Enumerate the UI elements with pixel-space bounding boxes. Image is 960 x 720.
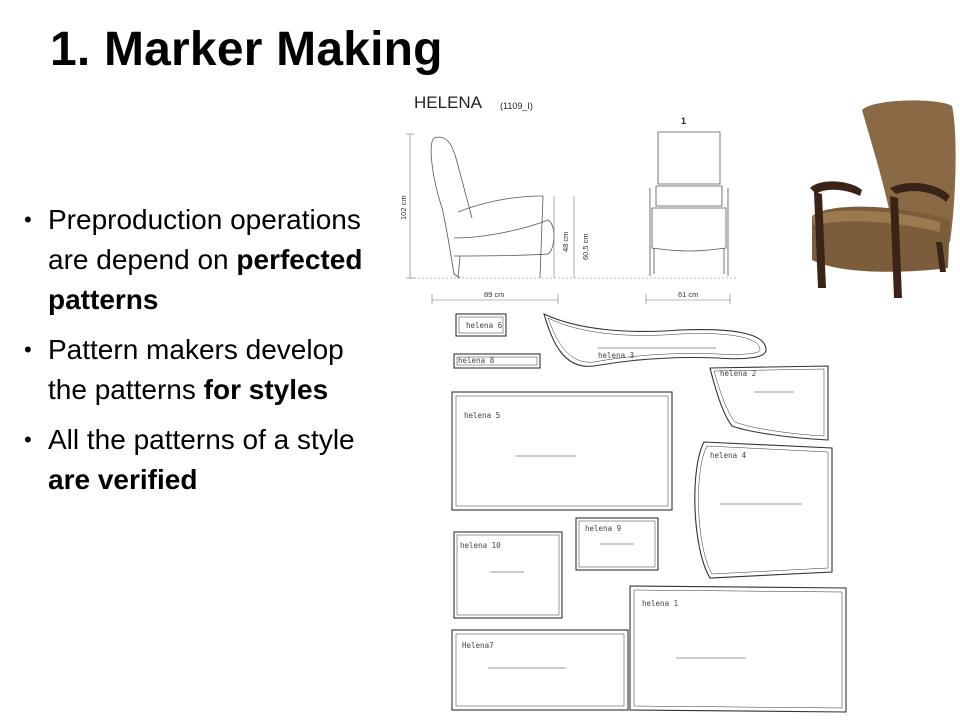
dim-depth-label: 89 cm <box>484 290 504 299</box>
dim-width-label: 61 cm <box>678 290 698 299</box>
chair-photo <box>810 100 956 298</box>
side-armrest <box>457 195 544 213</box>
bullet-item: • Preproduction operations are depend on… <box>0 200 380 320</box>
side-backrest-inner <box>433 136 473 219</box>
model-code: (1109_I) <box>500 101 533 111</box>
side-backrest-outline <box>430 137 461 279</box>
svg-text:helena 3: helena 3 <box>598 351 634 360</box>
bullet-text-bold: are verified <box>48 464 198 495</box>
svg-text:helena 10: helena 10 <box>460 541 501 550</box>
svg-text:helena 4: helena 4 <box>710 451 747 460</box>
bullet-list: • Preproduction operations are depend on… <box>0 200 380 510</box>
front-legs <box>653 248 725 274</box>
pattern-piece-helena-7: Helena7 <box>451 629 629 711</box>
pattern-piece-helena-6: helena 6 <box>455 313 507 337</box>
bullet-text: Preproduction operations are depend on p… <box>48 204 362 315</box>
model-name: HELENA <box>414 93 483 112</box>
front-seat <box>651 207 727 252</box>
side-front-leg <box>539 195 544 279</box>
bullet-text: Pattern makers develop the patterns for … <box>48 334 344 405</box>
svg-text:helena 6: helena 6 <box>466 321 503 330</box>
chair-technical-drawing: HELENA (1109_I) 1 102 cm 48 cm 60,5 cm 8… <box>399 93 738 304</box>
svg-text:helena 2: helena 2 <box>720 369 756 378</box>
dim-height-label: 102 cm <box>399 195 408 220</box>
chair-front-right-leg <box>890 196 902 298</box>
chair-back-leg <box>936 242 946 272</box>
front-armrest-band <box>655 185 723 207</box>
pattern-piece-helena-5: helena 5 <box>451 391 673 511</box>
chair-right-armrest <box>890 182 950 202</box>
bullet-text-plain: All the patterns of a style <box>48 424 355 455</box>
front-backrest <box>657 131 721 185</box>
bullet-dot-icon: • <box>24 337 32 362</box>
svg-text:helena 9: helena 9 <box>585 524 621 533</box>
side-seat-cushion <box>453 219 555 257</box>
pattern-piece-helena-3: helena 3 <box>543 312 767 367</box>
chair-seat-top <box>812 210 940 232</box>
slide-title: 1. Marker Making <box>50 23 443 76</box>
bullet-text-plain: Pattern makers develop the patterns <box>48 334 344 405</box>
bullet-item: • Pattern makers develop the patterns fo… <box>0 330 380 410</box>
pattern-piece-helena-8: helena 8 <box>453 353 541 369</box>
front-arms <box>649 188 729 276</box>
pattern-piece-helena-9: helena 9 <box>575 517 659 571</box>
pattern-piece-helena-1: helena 1 <box>629 585 847 713</box>
svg-text:Helena7: Helena7 <box>462 641 494 650</box>
pattern-piece-helena-4: helena 4 <box>694 441 833 579</box>
chair-backrest <box>862 100 956 248</box>
chair-front-left-leg <box>814 192 826 288</box>
chair-left-armrest <box>810 181 862 196</box>
svg-text:helena 8: helena 8 <box>458 356 495 365</box>
bullet-text-plain: Preproduction operations are depend on <box>48 204 361 275</box>
view-number: 1 <box>681 116 686 126</box>
bullet-dot-icon: • <box>24 427 32 452</box>
svg-text:helena 5: helena 5 <box>464 411 500 420</box>
pattern-piece-helena-10: helena 10 <box>453 531 563 619</box>
bullet-text: All the patterns of a style are verified <box>48 424 355 495</box>
bullet-text-bold: perfected patterns <box>48 244 363 315</box>
pattern-pieces: helena 6 helena 8 helena 3 helena 2 hele… <box>451 312 847 713</box>
bullet-text-bold: for styles <box>203 374 329 405</box>
svg-text:helena 1: helena 1 <box>642 599 678 608</box>
dim-seat-label: 48 cm <box>561 232 570 252</box>
bullet-dot-icon: • <box>24 207 32 232</box>
side-back-leg <box>457 255 461 279</box>
bullet-item: • All the patterns of a style are verifi… <box>0 420 380 500</box>
dim-arm-label: 60,5 cm <box>581 233 590 260</box>
pattern-piece-helena-2: helena 2 <box>709 365 829 441</box>
